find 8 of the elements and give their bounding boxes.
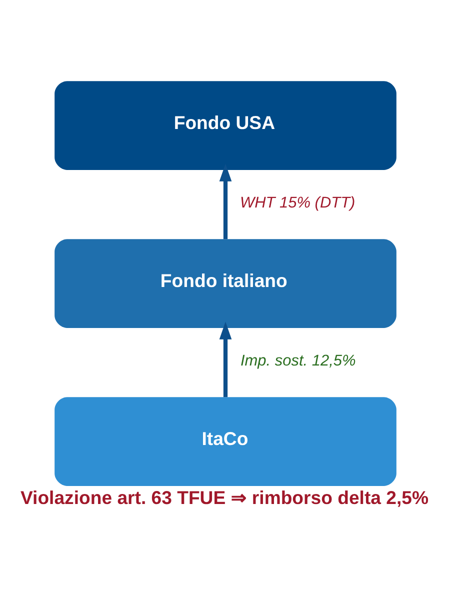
node-box: ItaCo	[54, 397, 396, 486]
edge-label: WHT 15% (DTT)	[240, 194, 356, 212]
edge-label: Imp. sost. 12,5%	[240, 352, 356, 370]
node-box: Fondo italiano	[54, 239, 396, 328]
node-box: Fondo USA	[54, 81, 396, 170]
arrow	[219, 164, 232, 240]
arrow	[219, 322, 232, 398]
caption: Violazione art. 63 TFUE ⇒ rimborso delta 2,5%	[20, 486, 428, 508]
